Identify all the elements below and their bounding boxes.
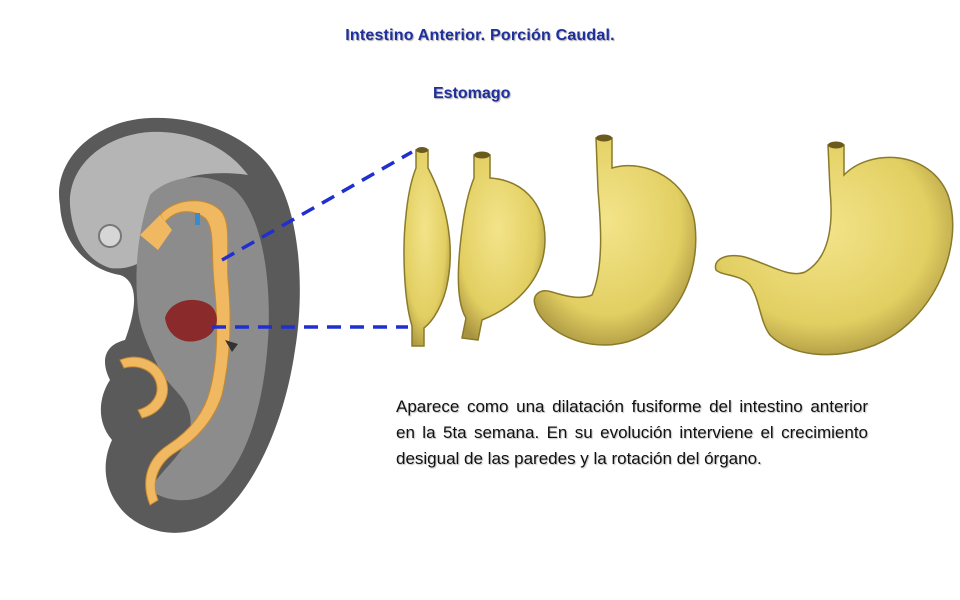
stomach-stage-4 bbox=[714, 141, 954, 356]
gut-loop-lower bbox=[119, 356, 168, 419]
stomach-stage-3 bbox=[533, 134, 697, 346]
mesonephros bbox=[225, 340, 238, 352]
heart-marker bbox=[195, 213, 200, 225]
embryo-illustration bbox=[59, 117, 300, 533]
section-subtitle: Estomago bbox=[433, 85, 511, 102]
gut-tube bbox=[145, 200, 231, 506]
stomach-stage-1 bbox=[403, 147, 451, 347]
eye-placode bbox=[98, 224, 122, 248]
connector-upper bbox=[221, 150, 413, 262]
stomach-stage-2 bbox=[457, 151, 546, 341]
description-text: Aparece como una dilatación fusiforme de… bbox=[396, 397, 868, 468]
liver-bud bbox=[165, 299, 217, 342]
slide-title: Intestino Anterior. Porción Caudal. bbox=[345, 27, 615, 44]
stomodeum-notch bbox=[140, 215, 172, 250]
